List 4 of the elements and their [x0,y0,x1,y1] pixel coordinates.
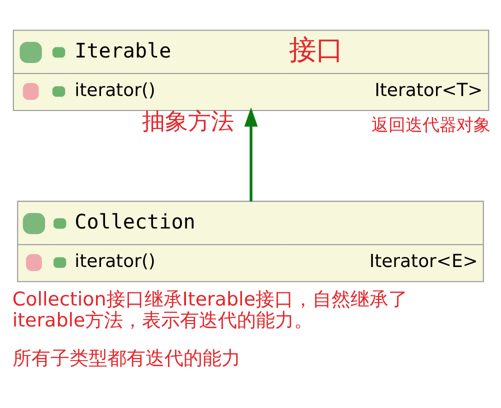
arrow [244,106,258,201]
label: 所有子类型都有迭代的能力 [12,346,240,369]
node-label: 返回迭代器对象 [371,114,490,134]
label: Collection接口继承Iterable接口，自然继承了iterable方法，表示有迭代的能力。 [12,288,408,331]
